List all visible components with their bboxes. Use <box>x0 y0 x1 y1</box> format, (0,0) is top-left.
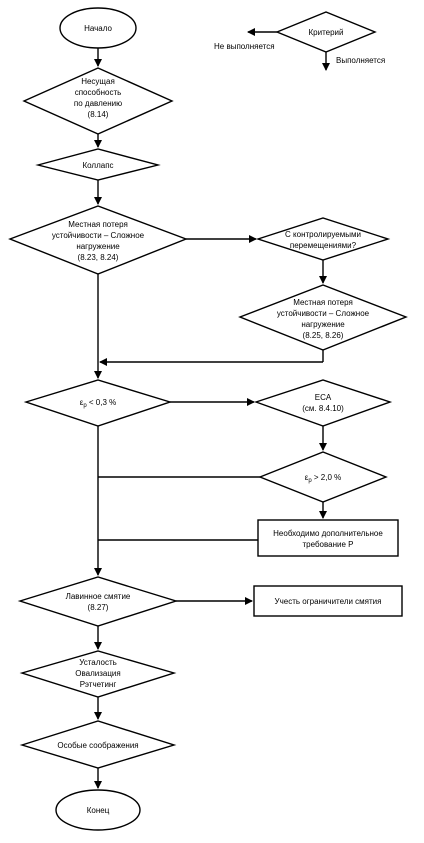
eca-line-1: ECA <box>315 393 332 402</box>
fatigue-line-1: Усталость <box>79 658 117 667</box>
controlled-line-1: С контролируемыми <box>285 230 361 239</box>
node-propagating-buckling: Лавинное смятие (8.27) <box>17 576 179 627</box>
node-additional-requirement: Необходимо дополнительное требование Р <box>257 519 399 557</box>
node-strain-check-1: εp < 0,3 % <box>23 379 173 427</box>
node-end: Конец <box>55 789 141 831</box>
bearing-line-2: способность <box>75 88 122 97</box>
end-label: Конец <box>87 806 110 815</box>
bearing-line-3: по давлению <box>74 99 122 108</box>
node-bearing-capacity: Несущая способность по давлению (8.14) <box>22 67 174 135</box>
node-strain-check-2: εp > 2,0 % <box>258 451 388 503</box>
arrestors-label: Учесть ограничители смятия <box>275 597 382 606</box>
buckling1-line-2: устойчивости – Сложное <box>52 231 145 240</box>
buckling1-line-4: (8.23, 8.24) <box>78 253 119 262</box>
legend-met: Выполняется <box>336 56 385 65</box>
propagating-line-2: (8.27) <box>88 603 109 612</box>
start-label: Начало <box>84 24 112 33</box>
buckling2-line-3: нагружение <box>301 320 345 329</box>
req-line-2: требование Р <box>302 540 353 549</box>
node-fatigue: Усталость Овализация Рэтчетинг <box>19 650 177 698</box>
buckling2-line-1: Местная потеря <box>293 298 353 307</box>
legend-not-met: Не выполняется <box>214 42 275 51</box>
node-controlled-displacement: С контролируемыми перемещениями? <box>255 217 391 261</box>
legend: Критерий Не выполняется Выполняется <box>214 11 385 71</box>
strain1-label: εp < 0,3 % <box>80 398 117 409</box>
collapse-label: Коллапс <box>82 161 113 170</box>
node-local-buckling-2: Местная потеря устойчивости – Сложное на… <box>238 284 408 351</box>
req-line-1: Необходимо дополнительное <box>273 529 383 538</box>
controlled-line-2: перемещениями? <box>290 241 357 250</box>
buckling2-line-2: устойчивости – Сложное <box>277 309 370 318</box>
legend-diamond <box>275 11 377 53</box>
eca-line-2: (см. 8.4.10) <box>302 404 344 413</box>
connectors <box>94 48 327 789</box>
node-buckle-arrestors: Учесть ограничители смятия <box>253 585 403 617</box>
bearing-line-4: (8.14) <box>88 110 109 119</box>
node-special-considerations: Особые соображения <box>19 720 177 769</box>
buckling2-line-4: (8.25, 8.26) <box>303 331 344 340</box>
propagating-line-1: Лавинное смятие <box>66 592 131 601</box>
bearing-line-1: Несущая <box>81 77 115 86</box>
legend-criterion: Критерий <box>309 28 344 37</box>
strain2-label: εp > 2,0 % <box>305 473 342 484</box>
buckling1-line-1: Местная потеря <box>68 220 128 229</box>
buckling1-line-3: нагружение <box>76 242 120 251</box>
node-collapse: Коллапс <box>35 148 161 181</box>
node-eca: ECA (см. 8.4.10) <box>253 379 393 427</box>
fatigue-line-3: Рэтчетинг <box>80 680 117 689</box>
special-label: Особые соображения <box>57 741 138 750</box>
fatigue-line-2: Овализация <box>75 669 120 678</box>
node-local-buckling-1: Местная потеря устойчивости – Сложное на… <box>8 205 188 275</box>
node-start: Начало <box>59 7 137 49</box>
